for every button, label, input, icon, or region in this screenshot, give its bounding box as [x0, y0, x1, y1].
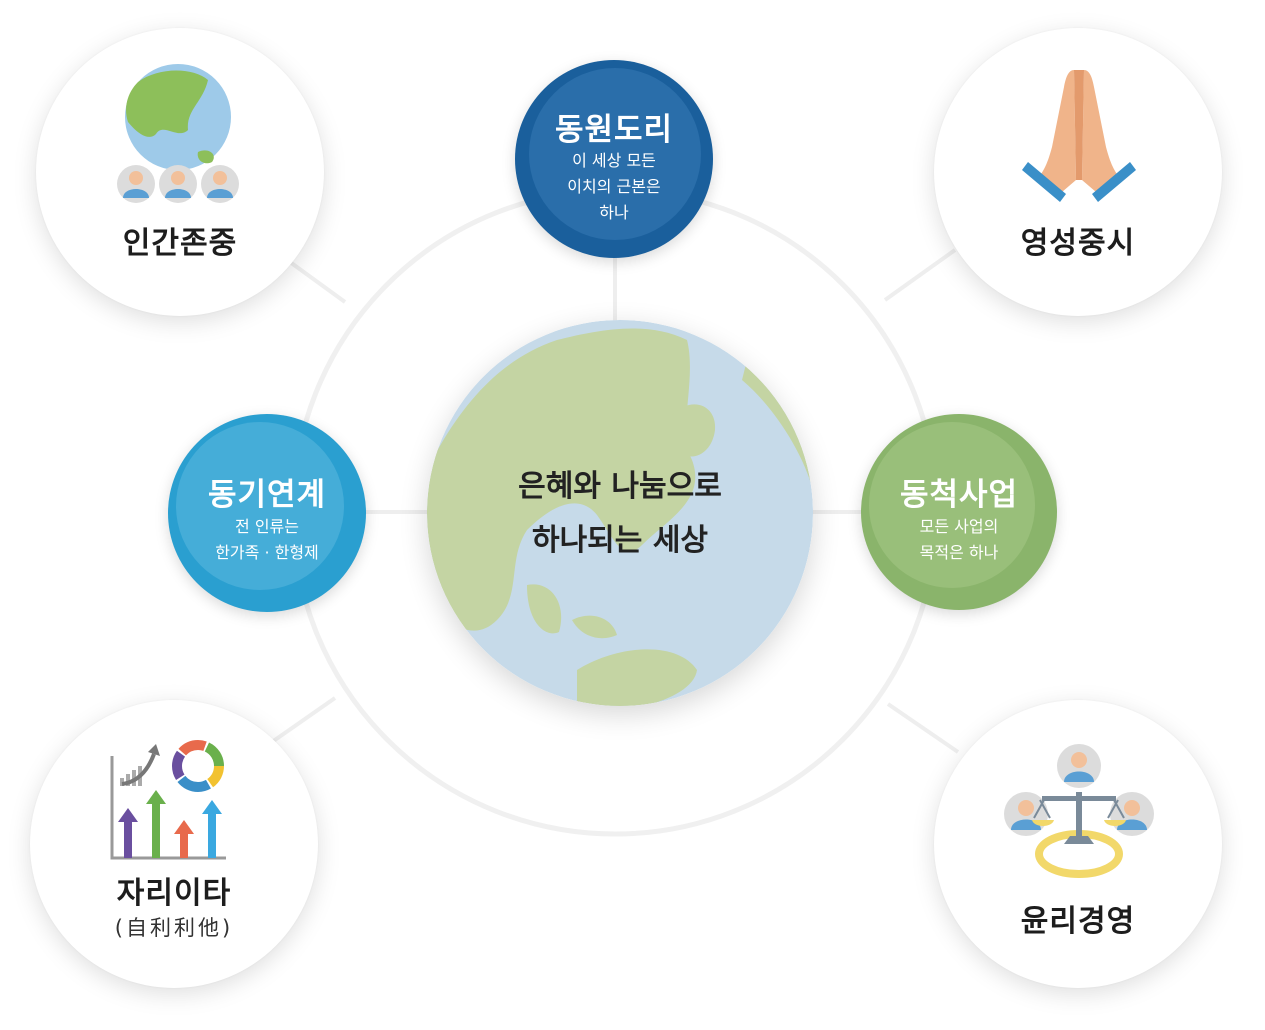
scales-people-icon: [1004, 744, 1154, 878]
growth-chart-icon: [110, 740, 226, 860]
value-label: 인간존중: [122, 226, 238, 261]
value-sublabel: (自利利他): [114, 916, 234, 940]
principle-desc-line: 한가족 · 한형제: [215, 543, 319, 562]
principle-title: 동기연계: [207, 477, 327, 513]
principle-desc-line: 이 세상 모든: [572, 151, 656, 170]
value-human-respect: 인간존중: [36, 28, 324, 316]
principle-desc-line: 이치의 근본은: [567, 177, 661, 196]
center-globe: 은혜와 나눔으로 하나되는 세상: [427, 320, 813, 706]
principle-title: 동척사업: [899, 477, 1019, 513]
earth-icon: [427, 320, 813, 706]
center-text-line1: 은혜와 나눔으로: [518, 469, 722, 504]
principle-dongcheok-saeop: 동척사업 모든 사업의 목적은 하나: [861, 414, 1057, 610]
center-text-line2: 하나되는 세상: [531, 523, 709, 558]
value-mutual-benefit: 자리이타 (自利利他): [30, 700, 318, 988]
principle-desc-line: 전 인류는: [235, 517, 299, 536]
value-spirituality: 영성중시: [934, 28, 1222, 316]
value-ethical-management: 윤리경영: [934, 700, 1222, 988]
globe-people-icon: [117, 64, 239, 203]
principle-desc-line: 하나: [599, 203, 629, 222]
principle-desc-line: 모든 사업의: [919, 517, 999, 536]
principle-desc-line: 목적은 하나: [919, 543, 999, 562]
value-label: 자리이타: [116, 876, 232, 911]
value-label: 영성중시: [1020, 226, 1136, 261]
principle-title: 동원도리: [554, 112, 674, 148]
praying-hands-icon: [1022, 70, 1136, 202]
value-label: 윤리경영: [1020, 904, 1136, 939]
principle-dongwon-dori: 동원도리 이 세상 모든 이치의 근본은 하나: [515, 60, 713, 258]
principle-donggi-yeongye: 동기연계 전 인류는 한가족 · 한형제: [168, 414, 366, 612]
